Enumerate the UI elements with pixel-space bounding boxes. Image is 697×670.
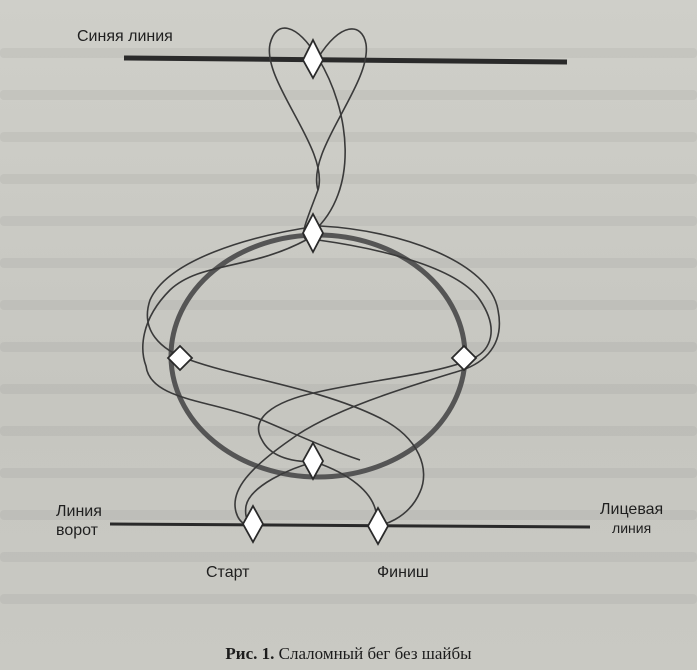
- goal-line: [109, 522, 591, 529]
- marker-bottom: [301, 441, 325, 481]
- label-face-line-word1: Лицевая: [600, 501, 664, 518]
- label-goal-line-word2: ворот: [56, 522, 98, 539]
- marker-finish: [366, 506, 390, 546]
- label-face-line: Лицевая линия: [600, 500, 663, 538]
- label-face-line-word2: линия: [612, 520, 652, 536]
- marker-top-circle: [301, 212, 325, 254]
- blue-line: [123, 55, 568, 65]
- label-start: Старт: [206, 564, 250, 581]
- label-goal-line-word1: Линия: [56, 503, 102, 520]
- label-blue-line: Синяя линия: [77, 28, 173, 45]
- marker-blue-line: [301, 37, 325, 80]
- diamond-marker-icon: [166, 37, 478, 546]
- label-goal-line: Линия ворот: [56, 502, 102, 540]
- marker-start: [241, 504, 265, 544]
- label-finish: Финиш: [377, 564, 429, 581]
- caption-text: Слаломный бег без шайбы: [278, 644, 472, 663]
- figure-caption: Рис. 1. Слаломный бег без шайбы: [0, 644, 697, 664]
- skating-path: [142, 27, 501, 527]
- caption-figure-number: Рис. 1.: [225, 644, 275, 663]
- marker-left: [166, 344, 194, 372]
- marker-right: [450, 344, 478, 372]
- face-off-circle: [168, 232, 468, 480]
